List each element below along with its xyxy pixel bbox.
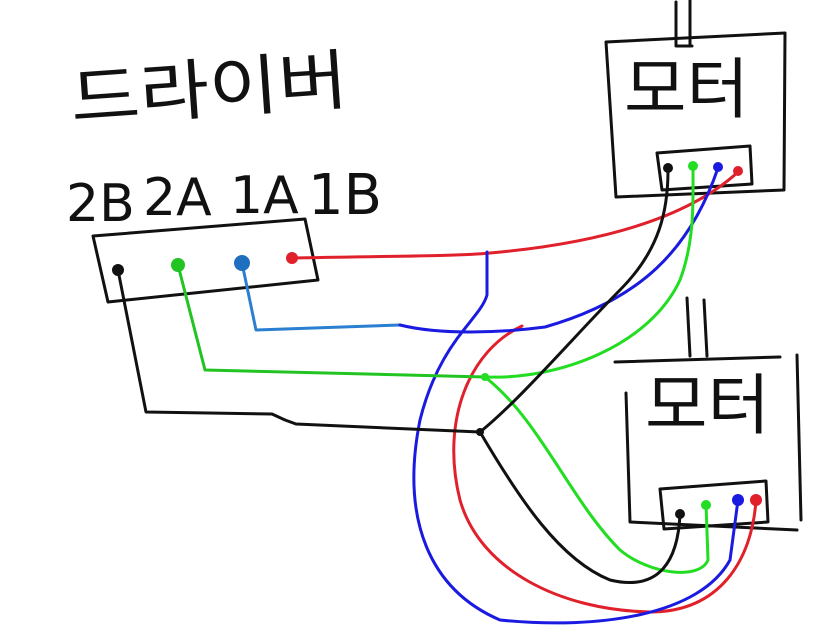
motor-2-pin-red bbox=[750, 494, 762, 506]
wire-blue-to-motor-2 bbox=[412, 250, 740, 625]
driver-box bbox=[91, 217, 320, 304]
wire-red-to-motor-1 bbox=[290, 170, 740, 260]
motor-2-pin-black bbox=[675, 509, 685, 519]
terminal-label-1a: 1A bbox=[230, 166, 299, 226]
wire-lightblue-from-driver bbox=[240, 261, 402, 332]
wire-green-from-driver bbox=[176, 263, 487, 379]
wire-black-from-driver bbox=[116, 268, 482, 434]
terminal-dot-1a bbox=[234, 255, 250, 271]
terminal-label-1b: 1B bbox=[308, 163, 382, 228]
wire-green-to-motor-1 bbox=[483, 166, 695, 379]
motor-1-pin-green bbox=[688, 161, 698, 171]
wire-blue-bus bbox=[398, 166, 720, 334]
motor-2-body bbox=[613, 353, 803, 532]
wire-red-to-motor-2 bbox=[452, 324, 758, 614]
wire-green-to-motor-2 bbox=[483, 375, 710, 574]
motor-2-pin-blue bbox=[732, 494, 744, 506]
junction-black bbox=[476, 428, 484, 436]
motor-1-pin-black bbox=[663, 163, 673, 173]
driver-title: 드라이버 bbox=[68, 42, 351, 138]
motor-2-pin-green bbox=[701, 500, 711, 510]
motor-2-label: 모터 bbox=[645, 367, 770, 444]
motor-1-body bbox=[604, 31, 787, 199]
terminal-dot-1b bbox=[286, 252, 298, 264]
terminal-label-2b: 2B bbox=[66, 174, 135, 234]
wire-black-to-motor-1 bbox=[478, 168, 670, 434]
motor-2-shaft bbox=[685, 296, 709, 358]
motor-1-connector bbox=[655, 144, 754, 192]
terminal-dot-2b bbox=[112, 264, 124, 276]
wire-black-to-motor-2 bbox=[478, 430, 682, 584]
junction-green bbox=[481, 373, 489, 381]
terminal-dot-2a bbox=[171, 258, 185, 272]
motor-1-pin-blue bbox=[713, 162, 723, 172]
terminal-label-2a: 2A bbox=[143, 168, 212, 228]
motor-1-pin-red bbox=[733, 166, 743, 176]
motor-1-label: 모터 bbox=[624, 51, 749, 128]
motor-2-connector bbox=[658, 479, 770, 531]
